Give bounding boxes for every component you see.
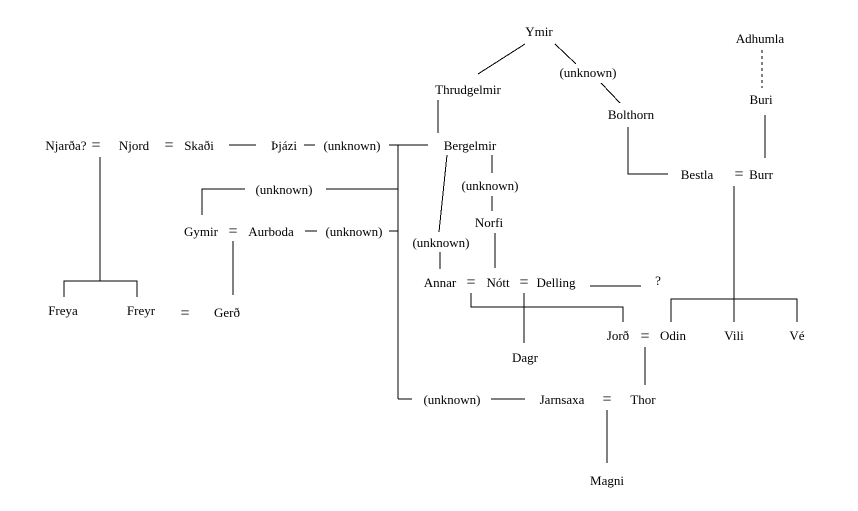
node-magni: Magni: [590, 473, 624, 488]
node-gymir: Gymir: [184, 224, 219, 239]
node-bolthorn: Bolthorn: [608, 107, 655, 122]
node-jarnsaxa: Jarnsaxa: [540, 392, 585, 407]
line-unknown-gymir: [201, 188, 245, 215]
node-skadi: Skaði: [184, 138, 214, 153]
node-delling: Delling: [537, 275, 576, 290]
connector-lines: [63, 43, 798, 463]
marriage-freyr-gerd: =: [180, 305, 189, 322]
node-unknown-thjazi-parent: (unknown): [323, 138, 380, 153]
node-odin: Odin: [660, 328, 687, 343]
node-ve: Vé: [789, 328, 804, 343]
marriage-jord-odin: =: [640, 328, 649, 345]
marriage-symbols: = = = = = = = = =: [91, 137, 743, 408]
line-unknown-bolthorn: [600, 82, 621, 104]
node-freyr: Freyr: [127, 303, 156, 318]
node-thor: Thor: [630, 392, 656, 407]
node-burr: Burr: [749, 167, 774, 182]
line-annar-jord: [470, 293, 624, 322]
node-unknown-ymir-child: (unknown): [559, 65, 616, 80]
node-adhumla: Adhumla: [736, 31, 785, 46]
line-bergelmir-unknown-annar: [438, 154, 448, 233]
node-njarda: Njarða?: [45, 138, 86, 153]
line-bolthorn-bestla: [627, 127, 668, 175]
line-ymir-unknown: [554, 43, 577, 65]
marriage-nott-delling: =: [519, 274, 528, 291]
node-vili: Vili: [724, 328, 744, 343]
marriage-njarda-njord: =: [91, 137, 100, 154]
node-unknown-left: (unknown): [255, 182, 312, 197]
node-unknown-bergelmir-child: (unknown): [461, 178, 518, 193]
name-labels: Ymir Thrudgelmir (unknown) Bolthorn Adhu…: [45, 24, 804, 488]
node-ymir: Ymir: [525, 24, 553, 39]
marriage-gymir-aurboda: =: [228, 223, 237, 240]
node-question: ?: [655, 273, 661, 288]
node-nott: Nótt: [486, 275, 510, 290]
node-annar: Annar: [424, 275, 457, 290]
node-aurboda: Aurboda: [248, 224, 294, 239]
marriage-annar-nott: =: [466, 274, 475, 291]
node-dagr: Dagr: [512, 350, 539, 365]
line-odin-vili-ve-bar: [670, 298, 798, 322]
node-unknown-jarnsaxa-parent: (unknown): [423, 392, 480, 407]
node-bergelmir: Bergelmir: [444, 138, 497, 153]
marriage-bestla-burr: =: [734, 166, 743, 183]
node-buri: Buri: [749, 92, 773, 107]
node-unknown-aurboda-parent: (unknown): [325, 224, 382, 239]
node-bestla: Bestla: [681, 167, 714, 182]
node-jord: Jorð: [607, 328, 629, 343]
node-freya: Freya: [48, 303, 78, 318]
line-freya-freyr-bar: [63, 280, 138, 297]
marriage-jarnsaxa-thor: =: [602, 391, 611, 408]
node-thjazi: Þjázi: [271, 138, 297, 153]
node-norfi: Norfi: [475, 215, 504, 230]
node-gerd: Gerð: [214, 305, 240, 320]
node-njord: Njord: [119, 138, 150, 153]
line-ymir-thrudgelmir: [477, 43, 526, 75]
node-unknown-annar-parent: (unknown): [412, 235, 469, 250]
node-thrudgelmir: Thrudgelmir: [435, 82, 501, 97]
marriage-njord-skadi: =: [164, 137, 173, 154]
